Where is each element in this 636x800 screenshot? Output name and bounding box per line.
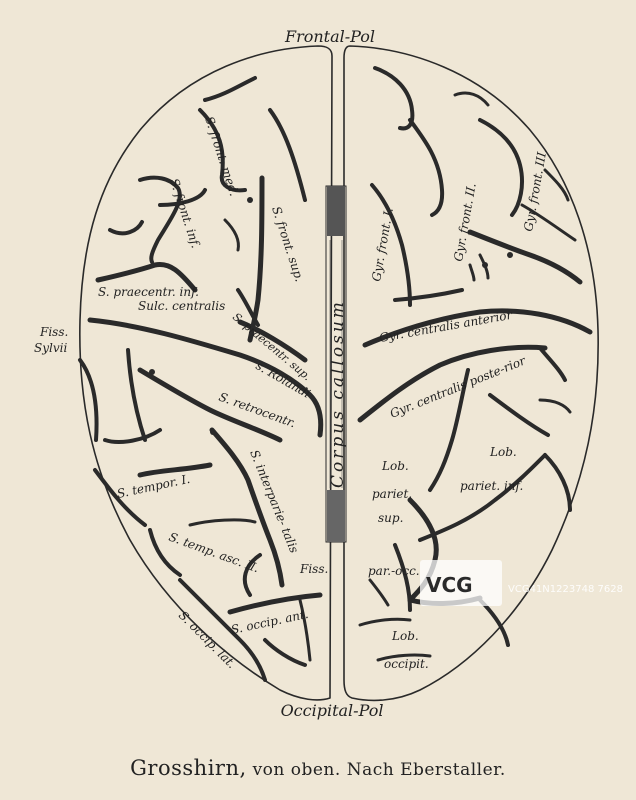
- label-fiss: Fiss.: [299, 562, 328, 576]
- hemisphere-outlines: [79, 45, 599, 702]
- label-s-retrocentr: S. retrocentr.: [217, 390, 298, 431]
- label-lob-pariet-sup-2: pariet.: [372, 487, 412, 501]
- label-par-occ: par.-occ.: [368, 564, 420, 578]
- label-s-tempor-i: S. tempor. I.: [116, 472, 192, 501]
- left-hemisphere-outline: [79, 45, 333, 701]
- label-s-temp-asc-ii: S. temp. asc. II.: [167, 530, 261, 576]
- label-occipital-pol: Occipital-Pol: [281, 701, 384, 720]
- label-gyr-front-i: Gyr. front. I.: [369, 207, 396, 283]
- figure-caption: Grosshirn, von oben. Nach Eberstaller.: [0, 756, 636, 780]
- label-fiss-sylvii-2: Sylvii: [34, 341, 67, 355]
- diagram-labels: Frontal-Pol Occipital-Pol Corpus callosu…: [34, 27, 550, 720]
- caption-main: Grosshirn,: [130, 756, 247, 780]
- label-lob-pariet-sup-1: Lob.: [381, 459, 409, 473]
- label-lob-pariet-inf-1: Lob.: [489, 445, 517, 459]
- label-lob-pariet-sup-3: sup.: [378, 511, 403, 525]
- right-sulci: [357, 66, 593, 662]
- label-corpus-callosum: Corpus callosum: [328, 299, 348, 488]
- label-lob-pariet-inf-2: pariet. inf.: [460, 479, 523, 493]
- label-s-praecentr-inf: S. praecentr. inf.: [98, 285, 199, 299]
- label-gyr-centralis-anterior: Gyr. centralis anterior: [378, 308, 514, 345]
- right-hemisphere-outline: [343, 45, 599, 702]
- label-gyr-front-ii: Gyr. front. II.: [451, 182, 479, 263]
- label-fiss-sylvii-1: Fiss.: [39, 325, 68, 339]
- label-lob-occipit-1: Lob.: [391, 629, 419, 643]
- caption-rest: von oben. Nach Eberstaller.: [252, 760, 506, 780]
- sulcus-dots: [149, 197, 513, 435]
- left-sulci: [78, 76, 324, 682]
- label-s-occip-lat: S. occip. lat.: [176, 608, 239, 671]
- label-frontal-pol: Frontal-Pol: [284, 27, 375, 46]
- label-lob-occipit-2: occipit.: [384, 657, 429, 671]
- label-sulc-centralis: Sulc. centralis: [138, 299, 225, 313]
- label-s-front-med: S. front. med.: [202, 115, 241, 198]
- corpus-callosum-band: [325, 185, 347, 543]
- label-s-front-sup: S. front. sup.: [269, 205, 307, 284]
